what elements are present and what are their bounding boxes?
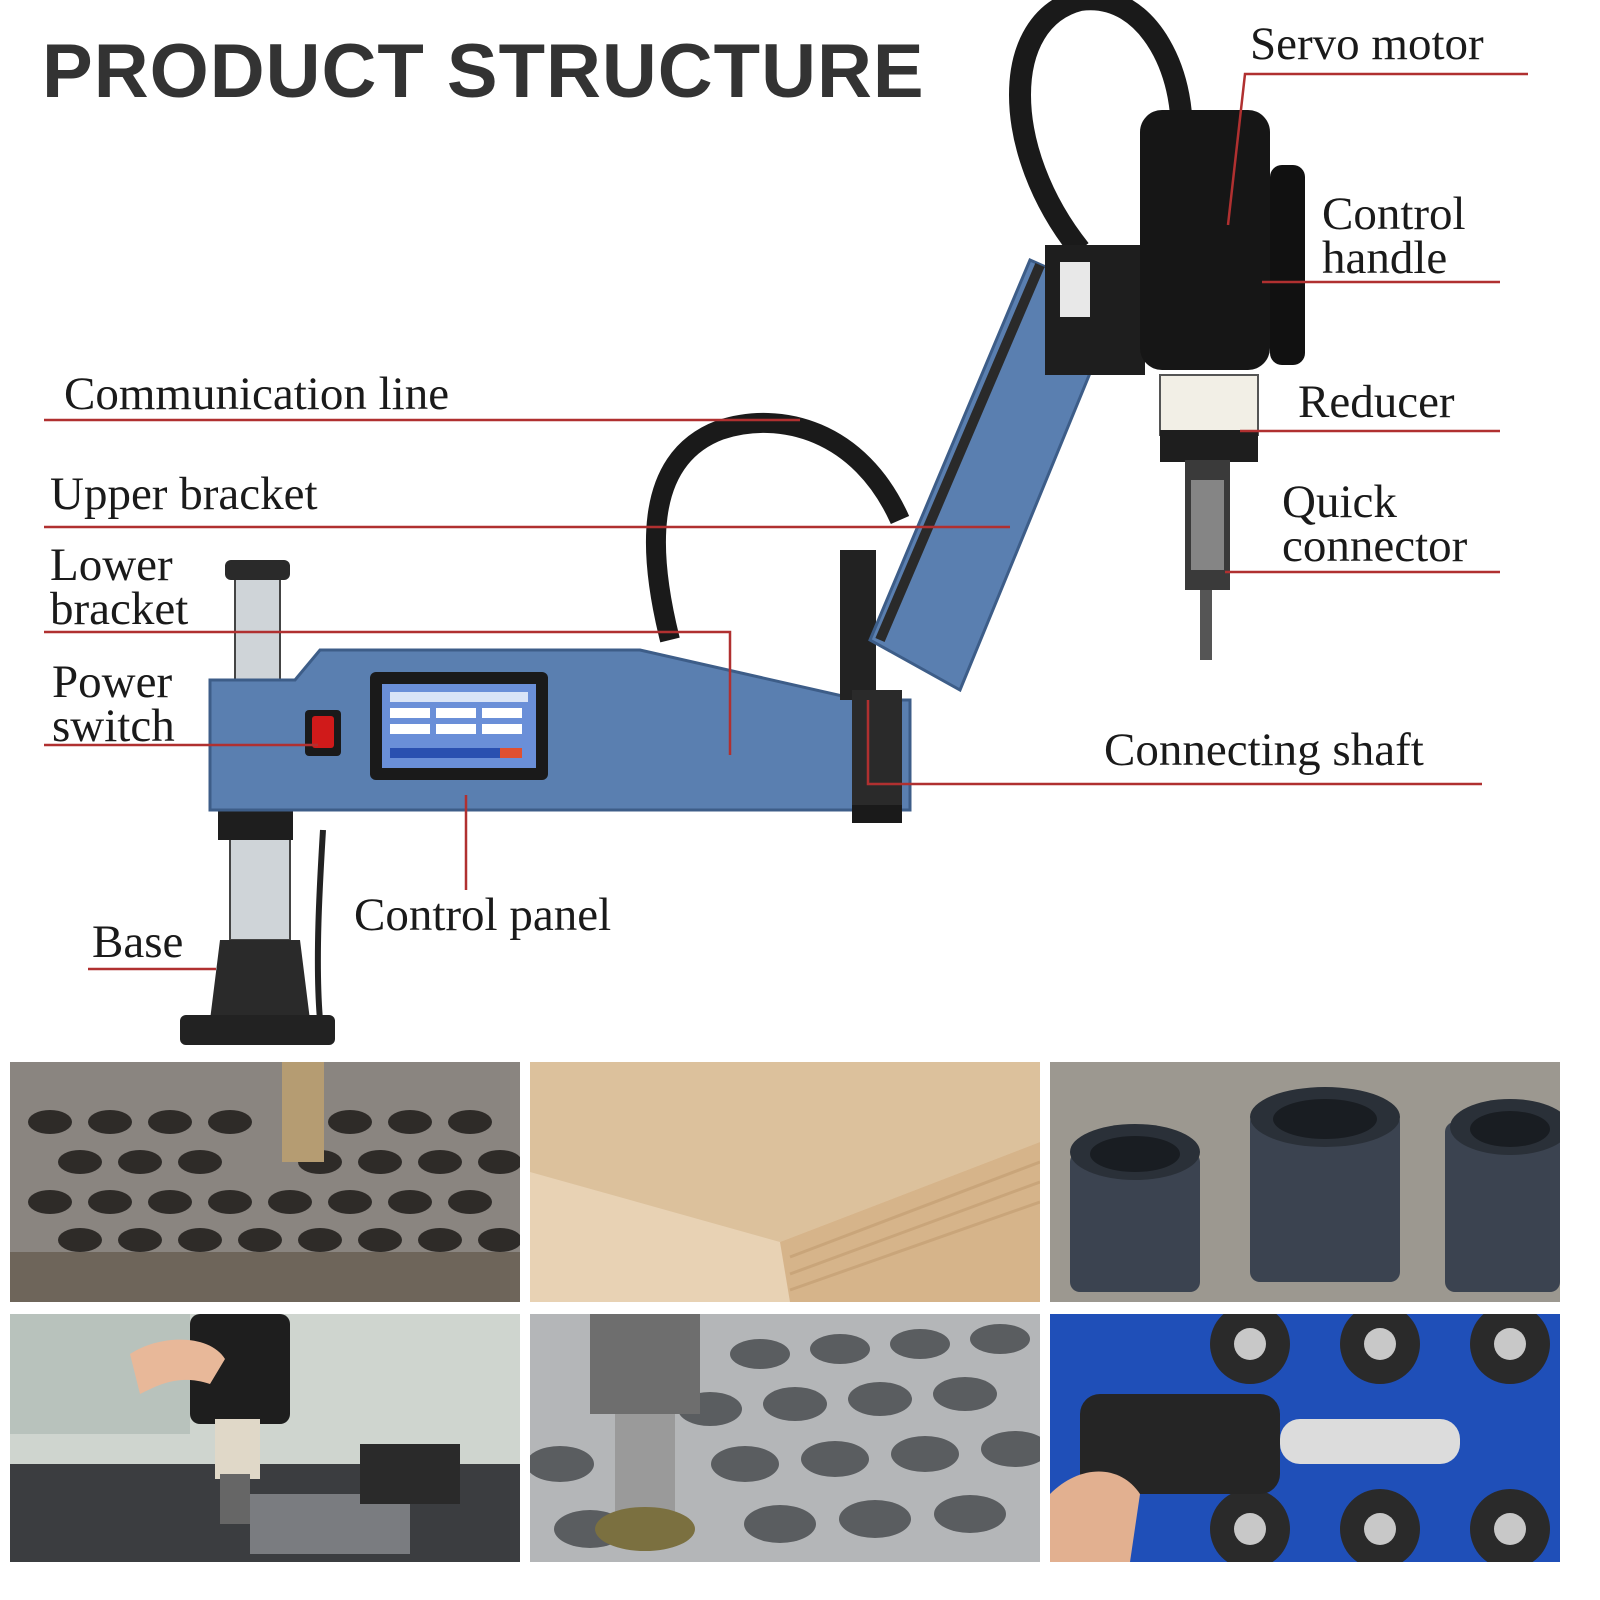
- label-communication-line: Communication line: [64, 368, 450, 420]
- leader-lines: [44, 72, 1528, 971]
- photo-tapping-aluminum-block: [530, 1314, 1040, 1562]
- base-graphic: [180, 829, 335, 1045]
- label-upper-bracket: Upper bracket: [50, 468, 318, 520]
- top-cable: [1009, 0, 1193, 257]
- label-servo-motor: Servo motor: [1250, 18, 1484, 70]
- label-control-panel: Control panel: [354, 889, 612, 941]
- label-reducer: Reducer: [1298, 376, 1455, 428]
- reducer-graphic: [1159, 374, 1259, 436]
- label-base: Base: [92, 916, 184, 968]
- label-lower-bracket: Lower bracket: [50, 539, 189, 635]
- control-panel-graphic: [370, 672, 548, 780]
- machine-diagram: [44, 0, 1528, 1045]
- page-title: PRODUCT STRUCTURE: [42, 29, 925, 114]
- photo-hand-operating-tapping-machine: [10, 1314, 520, 1562]
- photo-threaded-plastic-fittings: [1050, 1062, 1560, 1302]
- label-connecting-shaft: Connecting shaft: [1104, 724, 1424, 776]
- communication-cable: [645, 412, 910, 643]
- connecting-shaft-graphic: [840, 550, 876, 700]
- label-power-switch: Power switch: [52, 656, 175, 752]
- photo-layered-wood-board: [530, 1062, 1040, 1302]
- photo-tap-collet-holders: [1050, 1314, 1560, 1562]
- servo-motor-graphic: [1140, 110, 1270, 370]
- label-control-handle: Control handle: [1322, 188, 1466, 284]
- label-quick-connector: Quick connector: [1282, 476, 1468, 572]
- photo-tapped-steel-plate: [10, 1062, 520, 1302]
